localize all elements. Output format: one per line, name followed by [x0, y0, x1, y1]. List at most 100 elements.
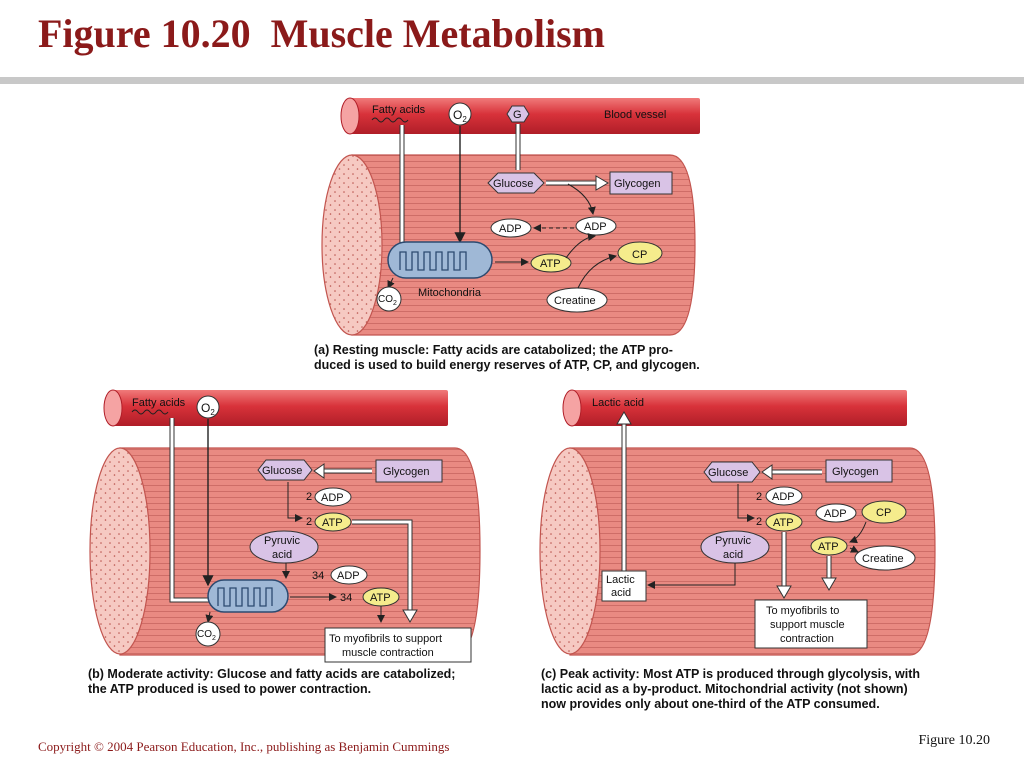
adp-oval-b2	[330, 565, 368, 585]
label-atp-c1: ATP	[773, 517, 794, 529]
blood-vessel-b-end	[103, 389, 123, 427]
creatine-oval-a	[546, 287, 608, 313]
glycogen-box-c	[825, 459, 893, 483]
arrowhead-lactic-out	[616, 411, 632, 425]
label-myofibrils-c1: To myofibrils to	[766, 605, 839, 617]
label-myofibrils-c2: support muscle	[770, 619, 845, 631]
label-glucose-b: Glucose	[262, 465, 302, 477]
label-o2-a: O2	[453, 108, 467, 124]
label-adp-b1: ADP	[321, 492, 344, 504]
label-2-adp-c: 2	[756, 491, 762, 503]
label-atp-a: ATP	[540, 258, 561, 270]
adp-right-oval-a	[575, 216, 617, 236]
arrow-cp-atp-c	[849, 521, 867, 544]
arrowhead-myofibrils-b	[402, 609, 418, 623]
label-myofibrils-b2: muscle contraction	[342, 647, 434, 659]
cp-oval-a	[617, 241, 663, 265]
blood-vessel-b	[113, 390, 448, 426]
mitochondria-cristae-a	[399, 251, 467, 271]
glucose-box-a	[487, 172, 545, 194]
arrow-pyruvic-lactic	[647, 563, 736, 589]
blood-vessel-c	[572, 390, 907, 426]
label-adp-c1: ADP	[772, 491, 795, 503]
label-lactic-2: acid	[611, 587, 631, 599]
label-glycogen-c: Glycogen	[832, 466, 878, 478]
creatine-oval-c	[854, 545, 916, 571]
label-2-atp-c: 2	[756, 516, 762, 528]
co2-bubble-a	[376, 286, 402, 312]
muscle-fiber-end-a	[321, 154, 383, 336]
label-adp-right-a: ADP	[584, 221, 607, 233]
caption-b-line1: (b) Moderate activity: Glucose and fatty…	[88, 667, 456, 681]
label-adp-b2: ADP	[337, 570, 360, 582]
label-cp-c: CP	[876, 507, 891, 519]
label-34-atp: 34	[340, 592, 352, 604]
label-atp-b1: ATP	[322, 517, 343, 529]
slide-title: Figure 10.20 Muscle Metabolism	[38, 11, 605, 56]
adp-oval-b1	[314, 487, 352, 507]
caption-c: (c) Peak activity: Most ATP is produced …	[541, 667, 920, 712]
arrow-to-adp-right	[567, 183, 596, 215]
label-34-adp: 34	[312, 570, 324, 582]
myofibrils-box-c	[754, 599, 868, 649]
label-cp-a: CP	[632, 249, 647, 261]
adp-oval-c1	[765, 486, 803, 506]
glycogen-box-b	[375, 459, 443, 483]
panel-a-resting-muscle: Fatty acids O2 G Blood vessel Glucose Gl…	[321, 97, 700, 336]
label-co2-b: CO2	[197, 629, 216, 642]
atp-oval-c1	[765, 512, 803, 532]
label-blood-vessel: Blood vessel	[604, 109, 666, 121]
panel-c-peak-activity: Lactic acid Glucose Glycogen 2 ADP 2 ATP…	[539, 389, 936, 656]
arrowhead-atp-c2	[821, 577, 837, 591]
fatty-acid-squiggle-b	[131, 409, 169, 415]
figure-label: Figure 10.20	[918, 733, 990, 748]
label-pyruvic-b2: acid	[272, 549, 292, 561]
g-hexagon-a	[506, 105, 530, 123]
o2-bubble-a	[448, 102, 472, 126]
label-creatine-c: Creatine	[862, 553, 904, 565]
caption-a-line1: (a) Resting muscle: Fatty acids are cata…	[314, 343, 673, 357]
label-g-a: G	[513, 109, 522, 121]
arrowhead-glucose-c	[761, 464, 773, 480]
label-pyruvic-b1: Pyruvic	[264, 535, 301, 547]
cp-oval-c	[861, 500, 907, 524]
label-fatty-acids-b: Fatty acids	[132, 397, 186, 409]
caption-a: (a) Resting muscle: Fatty acids are cata…	[314, 343, 700, 373]
label-glucose-c: Glucose	[708, 467, 748, 479]
o2-bubble-b	[196, 395, 220, 419]
label-co2-a: CO2	[378, 294, 397, 307]
arrow-co2-a	[387, 277, 395, 289]
label-atp-b2: ATP	[370, 592, 391, 604]
blood-vessel-c-end	[562, 389, 582, 427]
label-lactic-1: Lactic	[606, 574, 635, 586]
atp-oval-a	[530, 253, 572, 273]
fatty-acid-squiggle-a	[371, 117, 409, 123]
muscle-fiber-end-c	[539, 447, 601, 655]
copyright-notice: Copyright © 2004 Pearson Education, Inc.…	[38, 739, 450, 754]
label-myofibrils-b1: To myofibrils to support	[329, 633, 442, 645]
label-glucose-a: Glucose	[493, 178, 533, 190]
label-pyruvic-c1: Pyruvic	[715, 535, 752, 547]
mitochondria-cristae-b	[217, 587, 273, 607]
panel-b-moderate-activity: Fatty acids O2 Glucose Glycogen 2 ADP 2 …	[89, 389, 481, 663]
mitochondria-a	[387, 241, 493, 279]
label-o2-b: O2	[201, 401, 215, 417]
label-glycogen-a: Glycogen	[614, 178, 660, 190]
glucose-box-b	[257, 459, 313, 481]
label-mitochondria: Mitochondria	[418, 287, 482, 299]
muscle-fiber-end-b	[89, 447, 151, 655]
label-adp-left-a: ADP	[499, 223, 522, 235]
label-myofibrils-c3: contraction	[780, 633, 834, 645]
arrow-co2-b	[205, 611, 214, 623]
arrow-glucose-pyruvic-c	[737, 484, 755, 522]
atp-oval-c2	[810, 536, 848, 556]
pyruvic-acid-b	[249, 530, 319, 564]
glycogen-box-a	[609, 171, 673, 195]
adp-oval-c2	[815, 503, 857, 523]
label-creatine-a: Creatine	[554, 295, 596, 307]
myofibrils-box-b	[324, 627, 472, 663]
arrow-atp-myofibrils-b	[352, 520, 412, 612]
caption-c-line1: (c) Peak activity: Most ATP is produced …	[541, 667, 921, 681]
arrow-creatine-cp	[577, 253, 617, 289]
